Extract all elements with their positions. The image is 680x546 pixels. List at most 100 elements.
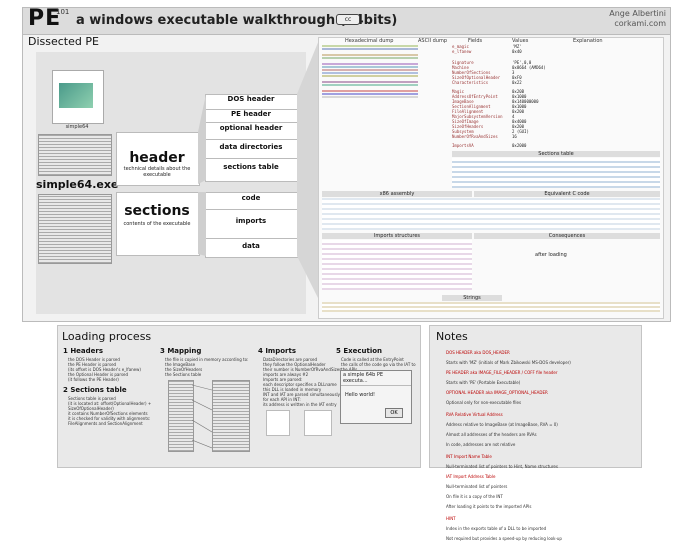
value-row: 4 [512,114,515,119]
mapping-file-diagram [168,380,194,452]
sections-sub: contents of the executable [123,221,191,227]
field-row: Subsystem [452,129,474,134]
field-row: Signature [452,60,474,65]
pe-header-label: PE header [230,110,271,118]
field-row: Magic [452,89,465,94]
field-row: FileAlignment [452,109,484,114]
after-loading-label: after loading [535,252,567,258]
fields-list: e_magic e_lfanew Signature Machine Numbe… [452,44,514,148]
value-row: 0x40 [512,49,522,54]
notes-title: Notes [436,330,468,343]
strings-panel [322,302,660,312]
field-row: SizeOfOptionalHeader [452,75,501,80]
sections-label: sections [124,203,190,219]
note-line: IAT Import Address Table [446,474,496,479]
note-line: Null-terminated list of pointers to Hint… [446,464,558,469]
value-row: 0x200 [512,124,525,129]
value-row: 0x2000 [512,143,527,148]
exe-icon-label: simple64 [65,124,89,130]
strings-panel-title: Strings [442,295,502,301]
step-execution-text: Code is called at the EntryPoint the cal… [341,357,416,372]
sections-table-panel-title: Sections table [452,151,660,157]
hex-dump-rows [322,45,418,98]
field-row: e_magic [452,44,469,49]
step-mapping-title: 3 Mapping [160,347,202,355]
code-label: code [241,194,261,202]
dialog-title: a simple 64b PE executa... [341,371,411,386]
field-row: NumberOfRvaAndSizes [452,134,498,139]
pe-logo: PE [28,6,62,31]
col-hex-dump: Hexadecimal dump [345,38,394,44]
note-line: Almost all addresses of the headers are … [446,432,537,437]
dialog-ok-button[interactable]: OK [385,408,403,418]
license-badge: cc [336,14,360,25]
field-row: Characteristics [452,80,489,85]
note-line: PE HEADER aka IMAGE_FILE_HEADER / COFF f… [446,370,558,375]
page-title: a windows executable walkthrough (64bits… [76,13,398,28]
version-label: 101 [56,8,70,16]
note-line: Address relative to ImageBase (at ImageB… [446,422,558,427]
note-line: DOS HEADER aka DOS_HEADER [446,350,510,355]
note-line: RVA Relative Virtual Address [446,412,503,417]
imports-panel-title: Imports structures [322,233,472,239]
field-row: SectionAlignment [452,104,491,109]
field-row: AddressOfEntryPoint [452,94,498,99]
note-line: Optional only for non-executable files [446,400,522,405]
note-line: Index in the exports table of a DLL to b… [446,526,547,531]
value-row: 0x140000000 [512,99,539,104]
header-block [116,132,200,186]
col-explanation: Explanation [573,38,603,44]
note-line: OPTIONAL HEADER aka IMAGE_OPTIONAL_HEADE… [446,390,548,395]
value-row: 0x1000 [512,94,527,99]
file-name: simple64.exe [36,178,119,191]
step-imports-title: 4 Imports [258,347,296,355]
note-line: INT Import Name Table [446,454,492,459]
note-line: Null-terminated list of pointers [446,484,508,489]
field-row: SizeOfImage [452,119,479,124]
sections-table-panel [452,158,660,188]
imports-diagram-right [304,410,332,436]
c-code-panel-title: Equivalent C code [474,191,660,197]
value-row: 2 (GUI) [512,129,529,134]
field-row: ImportsVA [452,143,474,148]
dos-header-label: DOS header [227,95,275,103]
imports-diagram-left [266,410,290,436]
step-sections-title: 2 Sections table [63,386,127,394]
sections-block [116,192,200,256]
value-row: 0x22 [512,80,522,85]
step-headers-text: the DOS Header is parsed the PE Header i… [68,357,141,382]
values-list: 'MZ' 0x40 'PE',0,0 0x8664 (AMD64) 3 0xF0… [512,44,570,148]
imports-structures-panel [322,240,472,290]
field-row: NumberOfSections [452,70,491,75]
optional-header-label: optional header [219,124,283,132]
value-row: 16 [512,134,517,139]
value-row: 'PE',0,0 [512,60,532,65]
dialog-message: Hello world! [345,392,376,398]
sections-table-label: sections table [223,163,279,171]
mapping-memory-diagram [212,380,250,452]
exe-icon [59,83,93,108]
author-site: corkami.com [614,19,666,28]
notes-panel [429,325,642,468]
header-sub: technical details about the executable [123,166,191,178]
data-directories-label: data directories [219,143,283,151]
step-headers-title: 1 Headers [63,347,104,355]
data-label: data [242,242,260,250]
value-row: 0x200 [512,109,525,114]
message-box-dialog: a simple 64b PE executa... Hello world! [340,370,412,424]
field-row: SizeOfHeaders [452,124,484,129]
col-ascii-dump: ASCII dump [418,38,448,44]
field-row: MajorSubsystemVersion [452,114,503,119]
detail-connector [297,40,319,300]
value-row: 0x8664 (AMD64) [512,65,546,70]
value-row: 3 [512,70,515,75]
x86-panel-title: x86 assembly [322,191,472,197]
col-values: Values [512,38,529,44]
field-row: e_lfanew [452,49,472,54]
col-fields: Fields [468,38,483,44]
notes-list: DOS HEADER aka DOS_HEADER Starts with 'M… [446,345,636,546]
note-line: Starts with 'MZ' (initials of Mark Zbiko… [446,360,571,365]
value-row: 0x20B [512,89,525,94]
note-line: HINT [446,516,456,521]
note-line: After loading it points to the imported … [446,504,532,509]
